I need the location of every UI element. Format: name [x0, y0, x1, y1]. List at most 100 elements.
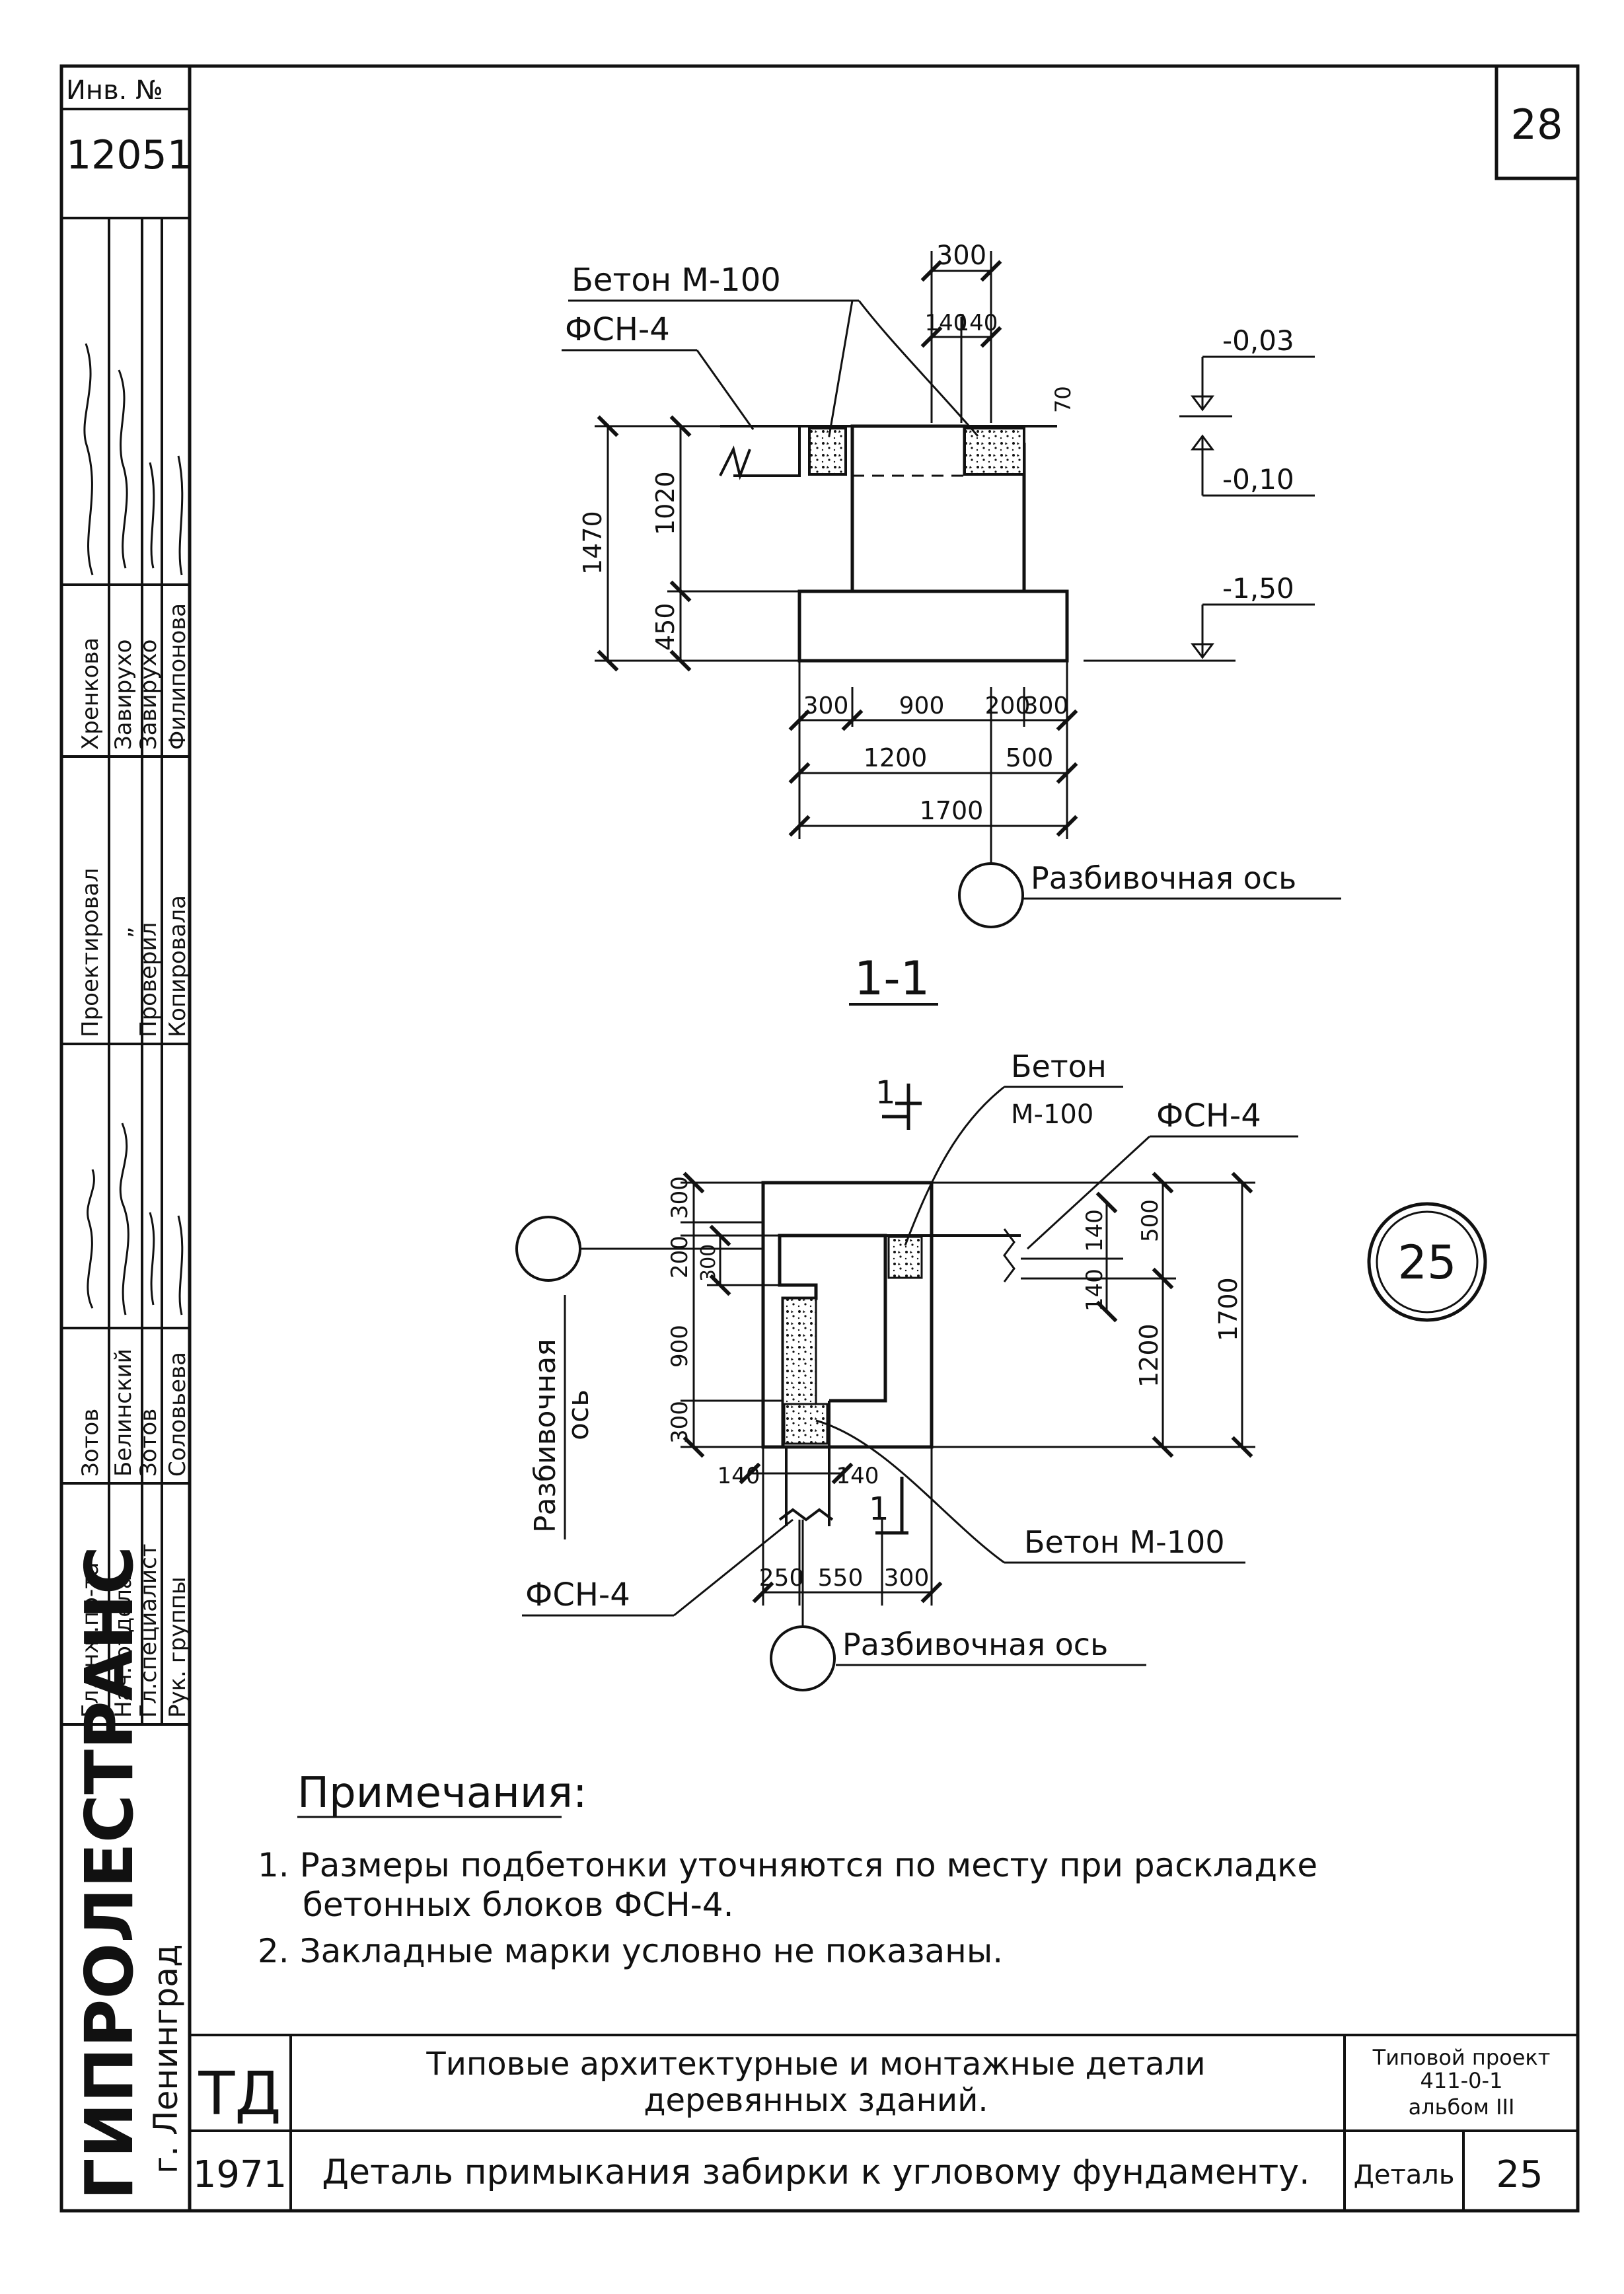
plan-dim-bottom-140-2: 140 — [836, 1463, 879, 1489]
section-dim-left-1: 1470 — [578, 511, 607, 575]
plan-dim-right-2: 140 — [1082, 1269, 1108, 1312]
plan-dim-bottom-140-1: 140 — [718, 1463, 760, 1489]
detail-label: Деталь — [1354, 2160, 1455, 2190]
plan-block-label-top: ФСН-4 — [1156, 1097, 1261, 1134]
stamp-name-2: Белинский — [110, 1349, 137, 1477]
plan-dim-left-2: 200 — [667, 1236, 693, 1278]
section-dim-left-2: 1020 — [651, 471, 680, 535]
stamp-role-3: Гл.специалист — [135, 1543, 162, 1718]
stamp-role-1: Гл.инж.пр-та — [77, 1562, 104, 1718]
detail-name: Деталь примыкания забирки к угловому фун… — [322, 2153, 1310, 2192]
note-1-cont: бетонных блоков ФСН-4. — [303, 1886, 734, 1924]
organization-name: ГИПРОЛЕСТРАНС — [71, 1546, 148, 2200]
section-dim-b2-1: 1200 — [864, 743, 928, 772]
plan-dim-right-1: 140 — [1082, 1209, 1108, 1252]
title-year: 1971 — [193, 2153, 287, 2196]
album-label: альбом III — [1409, 2094, 1515, 2120]
title-line-2: деревянных зданий. — [644, 2082, 988, 2119]
plan-dim-right-3: 500 — [1137, 1199, 1163, 1242]
stamp-role2-2: „ — [110, 926, 137, 938]
plan-view: 1 1 Бетон М-100 ФСН-4 Бетон М-100 ФСН-4 … — [515, 1049, 1298, 1691]
section-dim-b1-2: 900 — [899, 692, 945, 720]
level-1: -0,03 — [1222, 324, 1294, 357]
sheet-number: 28 — [1511, 100, 1563, 149]
note-2: 2. Закладные марки условно не показаны. — [258, 1932, 1003, 1970]
section-concrete-label: Бетон М-100 — [572, 262, 781, 299]
stamp-name2-2: Завирухо — [110, 640, 137, 750]
detail-marker-number: 25 — [1397, 1236, 1456, 1290]
section-dim-top-3: 140 — [955, 310, 998, 336]
inventory-label: Инв. № — [66, 75, 163, 106]
detail-number: 25 — [1496, 2153, 1543, 2196]
sheet-number-box: 28 — [1495, 64, 1580, 180]
section-view: Бетон М-100 ФСН-4 300 140 140 70 1470 — [562, 240, 1341, 928]
section-dim-b3-1: 1700 — [920, 796, 984, 825]
section-dim-70: 70 — [1051, 386, 1076, 413]
side-stamp: Гл.инж.пр-та Нач. отдела Гл.специалист Р… — [61, 218, 191, 2200]
level-2: -0,10 — [1222, 463, 1294, 496]
plan-concrete-label-1: Бетон — [1011, 1049, 1107, 1084]
stamp-role-4: Рук. группы — [165, 1576, 191, 1718]
plan-dim-left-4: 900 — [667, 1325, 693, 1368]
stamp-name2-1: Хренкова — [77, 638, 104, 750]
plan-axis-label-bottom: Разбивочная ось — [842, 1627, 1108, 1662]
title-line-1: Типовые архитектурные и монтажные детали — [425, 2046, 1205, 2083]
plan-dim-bottom-2: 550 — [818, 1565, 864, 1592]
frame — [59, 64, 1580, 2213]
plan-block-label-bottom: ФСН-4 — [525, 1576, 630, 1613]
section-dim-left-3: 450 — [651, 603, 680, 651]
plan-concrete-left — [782, 1297, 817, 1412]
plan-concrete-label-bottom: Бетон М-100 — [1024, 1524, 1225, 1560]
plan-dim-left-5: 300 — [667, 1401, 693, 1444]
section-mark-top: 1 — [875, 1074, 896, 1111]
plan-dim-left-1: 300 — [667, 1176, 693, 1219]
plan-dim-left-3: 300 — [697, 1244, 720, 1282]
section-dim-top-1: 300 — [936, 240, 986, 271]
plan-dim-bottom-3: 300 — [884, 1565, 930, 1592]
inventory-box: Инв. № 12051 — [61, 75, 192, 219]
foundation-pad — [797, 589, 1069, 663]
stamp-role2-4: Копировала — [165, 895, 191, 1037]
title-code: ТД — [198, 2059, 281, 2129]
concrete-fill-left — [808, 427, 847, 476]
section-title: 1-1 — [854, 951, 930, 1006]
note-1: 1. Размеры подбетонки уточняются по мест… — [258, 1846, 1317, 1884]
notes-title: Примечания: — [297, 1769, 587, 1818]
plan-dim-bottom-1: 250 — [759, 1565, 805, 1592]
detail-marker: 25 — [1367, 1202, 1487, 1322]
section-mark-bottom: 1 — [869, 1491, 889, 1528]
plan-axis-vertical-1: Разбивочная — [529, 1339, 562, 1533]
plan-concrete-bottom — [783, 1403, 829, 1445]
stamp-role2-1: Проектировал — [77, 868, 104, 1037]
plan-foundation — [761, 1181, 934, 1449]
stamp-signatures-lower — [87, 1123, 184, 1315]
section-block-label: ФСН-4 — [565, 311, 670, 348]
section-dim-b1-1: 300 — [803, 692, 849, 720]
concrete-fill-right — [963, 427, 1025, 476]
plan-axis-vertical-2: ось — [562, 1389, 595, 1440]
plan-axis-bubble-bottom — [770, 1625, 836, 1691]
plan-axis-bubble-left — [515, 1216, 581, 1282]
plan-dim-right-5: 1700 — [1214, 1277, 1243, 1341]
stamp-name2-3: Завирухо — [135, 640, 162, 750]
stamp-name-4: Соловьева — [165, 1352, 191, 1477]
section-dim-b1-4: 300 — [1023, 692, 1069, 720]
project-number: 411-0-1 — [1421, 2068, 1503, 2093]
plan-concrete-label-2: М-100 — [1011, 1099, 1093, 1130]
level-3: -1,50 — [1222, 572, 1294, 605]
stamp-name2-4: Филипонова — [165, 603, 191, 750]
plan-dim-right-4: 1200 — [1134, 1323, 1163, 1388]
section-dim-b1-3: 200 — [985, 692, 1031, 720]
section-axis-bubble — [958, 862, 1024, 928]
notes: Примечания: 1. Размеры подбетонки уточня… — [258, 1769, 1317, 1970]
section-axis-label: Разбивочная ось — [1031, 860, 1296, 896]
organization-city: г. Ленинград — [147, 1944, 185, 2174]
title-block: ТД 1971 Типовые архитектурные и монтажны… — [190, 2034, 1578, 2211]
project-label: Типовой проект — [1372, 2045, 1551, 2070]
section-dim-top-2: 140 — [925, 310, 968, 336]
stamp-name-3: Зотов — [135, 1409, 162, 1477]
inventory-number: 12051 — [66, 132, 192, 178]
stamp-role2-3: Проверил — [135, 922, 162, 1037]
stamp-name-1: Зотов — [77, 1409, 104, 1477]
